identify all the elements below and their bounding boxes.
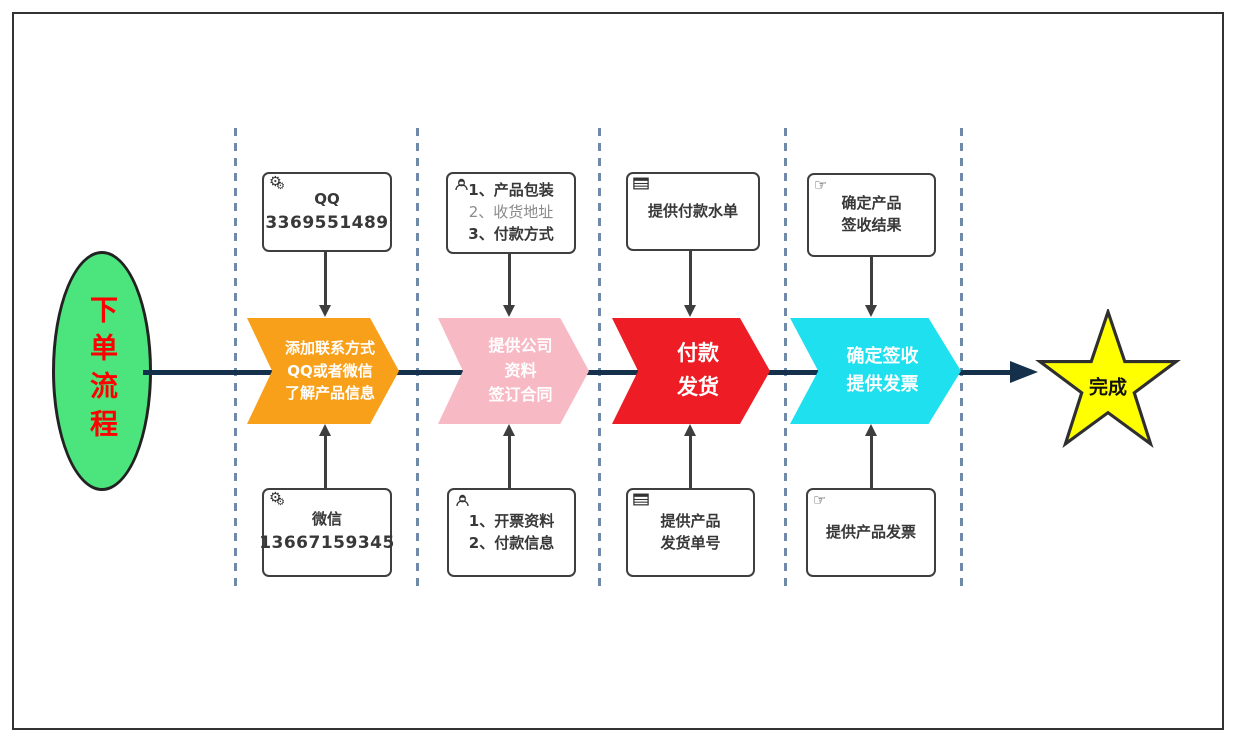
- start-node-label: 下单流程: [86, 295, 119, 447]
- note-wechat: ⚙⚙ 微信 13667159345: [259, 488, 395, 577]
- chevron-step-3: 付款 发货: [612, 318, 770, 424]
- note-product-invoice: ☞ 提供产品发票: [806, 488, 936, 577]
- worker-icon: [453, 177, 470, 194]
- hand-icon: ☞: [814, 176, 828, 194]
- finish-node-label: 完成: [1088, 376, 1127, 399]
- chevron-line: 签订合同: [488, 385, 553, 405]
- chevron-step-2: 提供公司 资料 签订合同: [438, 318, 589, 424]
- chevron-line: 确定签收: [846, 346, 919, 368]
- connector-line: [689, 247, 692, 306]
- chevron-line: 资料: [504, 360, 537, 380]
- connector-line: [689, 435, 692, 488]
- chevron-line: QQ或者微信: [287, 361, 373, 380]
- note-order-info: 1、产品包装 2、收货地址 3、付款方式: [446, 172, 576, 254]
- chevron-line: 提供发票: [846, 374, 919, 395]
- connector-line: [324, 435, 327, 488]
- hand-icon: ☞: [813, 491, 827, 509]
- gears-icon: ⚙⚙: [269, 174, 285, 192]
- chevron-line: 添加联系方式: [284, 339, 375, 358]
- note-line: 发货单号: [660, 533, 721, 552]
- table-icon: [633, 177, 649, 193]
- connector-line: [870, 435, 873, 488]
- note-confirm-receipt: ☞ 确定产品 签收结果: [807, 173, 936, 257]
- finish-node: 完成: [1031, 309, 1185, 451]
- note-line: 2、付款信息: [468, 533, 555, 552]
- star-icon: [1035, 309, 1181, 448]
- note-line: 3369551489: [265, 212, 389, 233]
- note-payment-slip: 提供付款水单: [626, 172, 760, 251]
- arrow-up-icon: [684, 424, 696, 436]
- chevron-line: 了解产品信息: [284, 384, 375, 403]
- chevron-step-4: 确定签收 提供发票: [790, 318, 961, 424]
- start-node: 下单流程: [52, 251, 152, 491]
- worker-icon: [454, 493, 471, 510]
- arrow-up-icon: [319, 424, 331, 436]
- note-invoice-info: 1、开票资料 2、付款信息: [447, 488, 576, 577]
- table-icon: [633, 493, 649, 509]
- chevron-line: 付款: [677, 341, 719, 366]
- note-line: 提供产品发票: [825, 522, 916, 541]
- note-qq: ⚙⚙ QQ 3369551489: [262, 172, 392, 252]
- chevron-line: 发货: [677, 375, 719, 399]
- gears-icon: ⚙⚙: [269, 490, 285, 508]
- main-flow-arrowhead-icon: [1010, 361, 1038, 383]
- lane-divider: [598, 128, 601, 592]
- connector-line: [324, 248, 327, 306]
- arrow-down-icon: [865, 305, 877, 317]
- connector-line: [508, 250, 511, 306]
- lane-divider: [784, 128, 787, 592]
- note-shipping-number: 提供产品 发货单号: [626, 488, 755, 577]
- chevron-step-1: 添加联系方式 QQ或者微信 了解产品信息: [247, 318, 399, 424]
- note-line: 提供付款水单: [647, 201, 738, 220]
- lane-divider: [960, 128, 963, 592]
- note-line: 1、产品包装: [468, 181, 554, 200]
- note-line: 2、收货地址: [468, 203, 554, 222]
- note-line: 3、付款方式: [468, 224, 554, 243]
- note-line: 签收结果: [841, 216, 902, 234]
- arrow-up-icon: [503, 424, 515, 436]
- diagram-border: [12, 12, 1224, 730]
- note-line: 13667159345: [259, 533, 395, 554]
- note-line: 提供产品: [660, 511, 721, 530]
- note-line: 确定产品: [841, 194, 902, 213]
- note-line: 微信: [311, 510, 342, 529]
- connector-line: [870, 253, 873, 306]
- chevron-line: 提供公司: [488, 335, 553, 355]
- arrow-down-icon: [503, 305, 515, 317]
- lane-divider: [416, 128, 419, 592]
- connector-line: [508, 435, 511, 488]
- note-line: 1、开票资料: [468, 511, 555, 530]
- arrow-down-icon: [319, 305, 331, 317]
- arrow-down-icon: [684, 305, 696, 317]
- note-line: QQ: [314, 189, 340, 208]
- lane-divider: [234, 128, 237, 592]
- arrow-up-icon: [865, 424, 877, 436]
